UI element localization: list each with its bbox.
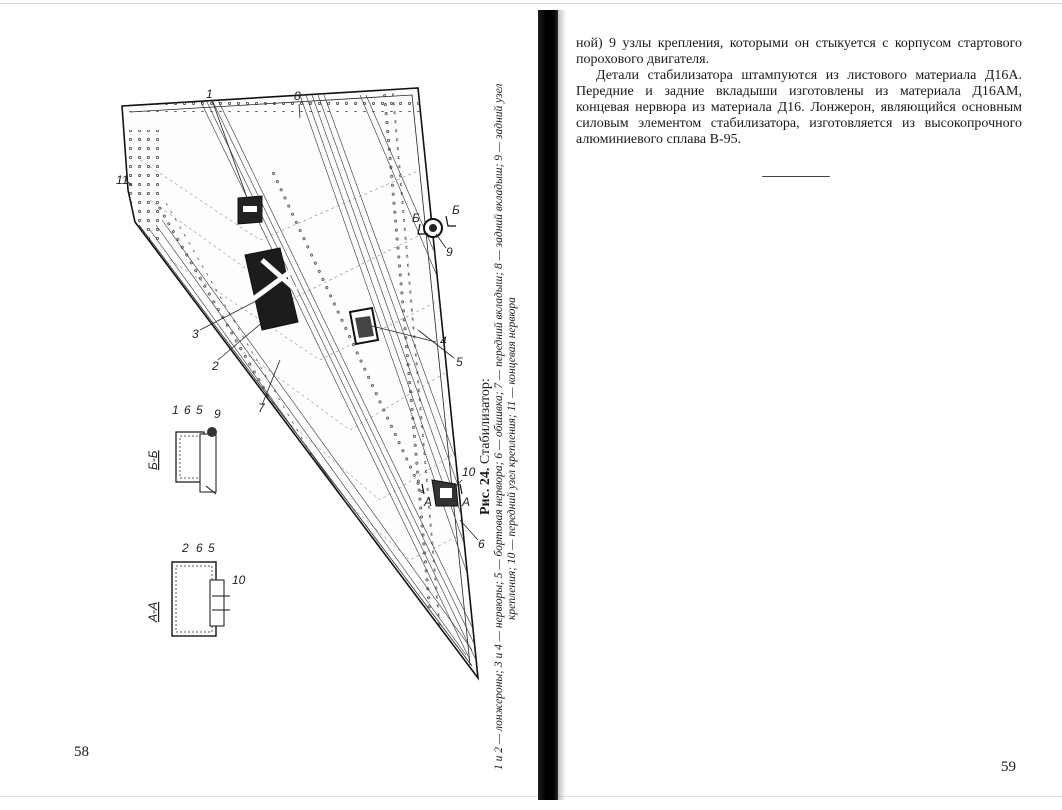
caption-legend-line-1: 1 и 2 — лонжероны; 3 и 4 — нервюры; 5 — … (493, 83, 505, 770)
gutter-shadow (558, 10, 566, 800)
section-a-label-5: 5 (208, 541, 215, 555)
section-b-label-1: 1 (172, 403, 179, 417)
section-label-a-1: А (423, 495, 432, 509)
section-b-label-9: 9 (214, 407, 221, 421)
stabilizer-cutouts (237, 195, 459, 507)
callout-2: 2 (211, 359, 219, 373)
section-b-label-6: 6 (184, 403, 191, 417)
section-a-label-10: 10 (232, 573, 246, 587)
caption-prefix: Рис. 24. (478, 467, 493, 515)
section-view-b-b: Б-Б 1 6 5 9 (146, 403, 221, 495)
callout-1: 1 (206, 87, 213, 101)
page-number-left: 58 (74, 744, 89, 760)
section-view-a-a: А-А 2 6 5 10 (146, 541, 246, 637)
callout-3: 3 (192, 327, 199, 341)
section-a-label-6: 6 (196, 541, 203, 555)
section-divider-rule (762, 176, 830, 177)
section-a-label-2: 2 (181, 541, 189, 555)
callout-5: 5 (456, 355, 463, 369)
paragraph-2: Детали стабилизатора штампуются из листо… (576, 68, 1022, 147)
page-top-edge (0, 3, 1062, 4)
section-markers (417, 215, 463, 495)
right-page-body: ной) 9 узлы крепления, которыми он стыку… (576, 36, 1022, 148)
section-a-title: А-А (146, 602, 160, 623)
section-label-a-2: А (461, 495, 470, 509)
caption-legend-line-2: крепления; 10 — передний узел крепления;… (506, 297, 518, 620)
callout-6: 6 (478, 537, 485, 551)
callout-8: 8 (294, 89, 301, 103)
section-label-b-1: Б (412, 211, 420, 225)
page-bottom-edge (0, 796, 1062, 797)
callout-leaders (125, 99, 479, 541)
callout-9: 9 (446, 245, 453, 259)
section-b-title: Б-Б (146, 450, 160, 470)
callout-numbers: 1 2 3 4 5 6 7 8 9 10 11 Б Б А А (116, 87, 485, 551)
section-b-label-5: 5 (196, 403, 203, 417)
caption-title: Стабилизатор: (478, 378, 493, 465)
callout-10: 10 (462, 465, 476, 479)
paragraph-1: ной) 9 узлы крепления, которыми он стыку… (576, 36, 1022, 67)
callout-11: 11 (116, 173, 128, 187)
stabilizer-drawing: 1 2 3 4 5 6 7 8 9 10 11 Б Б А А Б-Б 1 6 … (116, 87, 485, 681)
book-gutter (538, 10, 558, 800)
callout-4: 4 (440, 334, 447, 348)
caption-title-line: Рис. 24. Стабилизатор: (478, 115, 494, 515)
page-number-right: 59 (1001, 759, 1016, 775)
callout-7: 7 (258, 401, 266, 415)
section-label-b-2: Б (452, 203, 460, 217)
